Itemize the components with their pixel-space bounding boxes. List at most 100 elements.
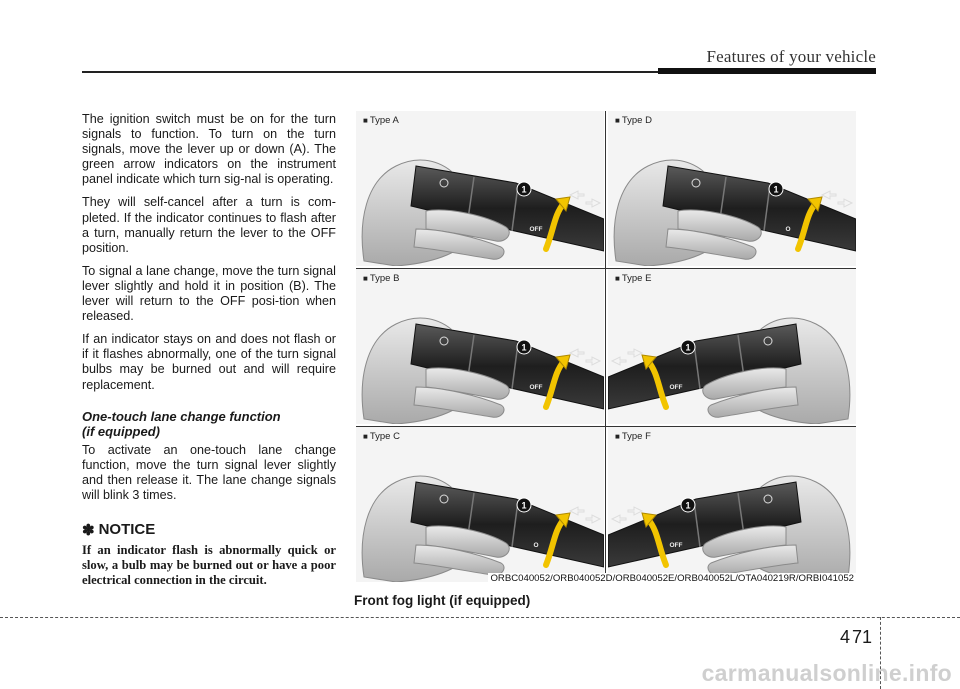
- hand-lever-illustration: 1O: [608, 111, 856, 266]
- subheading-line-1: One-touch lane change function: [82, 408, 281, 424]
- lever-position-label: O: [785, 226, 790, 233]
- panel-label: ■Type F: [615, 431, 651, 442]
- paragraph-ignition: The ignition switch must be on for the t…: [82, 112, 336, 187]
- notice-text: If an indicator flash is abnormally quic…: [82, 542, 336, 588]
- left-arrow-icon: [627, 348, 644, 358]
- lever-position-label: OFF: [530, 384, 543, 391]
- finger-shape: [665, 228, 757, 260]
- lever-stalk: [410, 165, 604, 252]
- paragraph-indicator-fault: If an indicator stays on and does not fl…: [82, 332, 336, 392]
- panel-label: ■Type A: [363, 115, 399, 126]
- lever-stalk: [410, 323, 604, 410]
- arrow-head-icon: [641, 512, 657, 529]
- footer-rule: [0, 617, 960, 618]
- subheading-one-touch: One-touch lane change function (if equip…: [82, 409, 336, 439]
- callout-marker: [516, 339, 532, 355]
- lever-group: [608, 427, 856, 582]
- notice-heading: ✽ NOTICE: [82, 521, 336, 539]
- arrow-head-icon: [555, 196, 571, 213]
- lever-stalk: [608, 481, 802, 568]
- section-number: 4: [840, 627, 851, 647]
- callout-marker: [680, 497, 696, 513]
- panel-divider-horizontal: [356, 268, 856, 269]
- watermark: carmanualsonline.info: [701, 660, 952, 686]
- stalk-ring-line: [763, 184, 771, 232]
- headlight-sun-icon: [763, 336, 773, 346]
- left-arrow-icon: [627, 506, 644, 516]
- finger-shape: [413, 386, 505, 418]
- stalk-ring-line: [693, 342, 701, 390]
- right-arrow-icon: [585, 514, 602, 524]
- callout-marker: [516, 181, 532, 197]
- left-arrow-icon: [568, 348, 585, 358]
- callout-marker: [768, 181, 784, 197]
- body-text-column: The ignition switch must be on for the t…: [82, 112, 336, 596]
- stalk-ring-line: [467, 334, 475, 378]
- panel-label: ■Type B: [363, 273, 400, 284]
- lever-group: [356, 111, 604, 266]
- paragraph-one-touch: To activate an one-touch lane change fun…: [82, 442, 336, 502]
- arrow-head-icon: [641, 354, 657, 371]
- callout-number: 1: [773, 185, 778, 195]
- lever-group: [356, 269, 604, 424]
- stalk-ring-line: [467, 492, 475, 536]
- lever-position-label: OFF: [530, 226, 543, 233]
- stalk-ring-line: [511, 342, 519, 390]
- arrow-head-icon: [555, 354, 571, 371]
- header-title: Features of your vehicle: [706, 47, 876, 66]
- footer-divider: [880, 617, 881, 689]
- paragraph-self-cancel: They will self-cancel after a turn is co…: [82, 195, 336, 255]
- header-rule-accent: [658, 68, 876, 74]
- section-caption: Front fog light (if equipped): [354, 593, 531, 608]
- callout-number: 1: [685, 501, 690, 511]
- callout-number: 1: [521, 185, 526, 195]
- right-arrow-icon: [585, 356, 602, 366]
- panel-label: ■Type D: [615, 115, 652, 126]
- callout-number: 1: [521, 343, 526, 353]
- left-arrow-icon: [820, 190, 837, 200]
- lever-position-label: OFF: [670, 542, 683, 549]
- lever-stalk: [608, 323, 802, 410]
- arrow-head-icon: [555, 512, 571, 529]
- headlight-sun-icon: [691, 178, 701, 188]
- callout-number: 1: [685, 343, 690, 353]
- stalk-ring-line: [737, 334, 745, 378]
- notice-title: NOTICE: [98, 521, 156, 539]
- lever-position-label: O: [533, 542, 538, 549]
- right-arrow-icon: [610, 356, 627, 366]
- right-arrow-icon: [585, 198, 602, 208]
- stalk-ring-line: [511, 500, 519, 548]
- finger-shape: [413, 228, 505, 260]
- lever-group: [608, 269, 856, 424]
- figure-code: ORBC040052/ORB040052D/ORB040052E/ORB0400…: [488, 573, 856, 584]
- finger-shape: [707, 544, 799, 576]
- panel-label: ■Type C: [363, 431, 400, 442]
- headlight-sun-icon: [439, 178, 449, 188]
- panel-divider-horizontal: [356, 426, 856, 427]
- finger-shape: [707, 386, 799, 418]
- lever-stalk: [662, 165, 856, 252]
- callout-marker: [680, 339, 696, 355]
- callout-number: 1: [521, 501, 526, 511]
- stalk-ring-line: [511, 184, 519, 232]
- page-number: 71: [852, 627, 873, 647]
- headlight-sun-icon: [763, 494, 773, 504]
- stalk-ring-line: [467, 176, 475, 220]
- headlight-sun-icon: [439, 494, 449, 504]
- stalk-ring-line: [719, 176, 727, 220]
- right-arrow-icon: [837, 198, 854, 208]
- headlight-sun-icon: [439, 336, 449, 346]
- lever-position-label: OFF: [670, 384, 683, 391]
- stalk-ring-line: [693, 500, 701, 548]
- paragraph-lane-change: To signal a lane change, move the turn s…: [82, 263, 336, 324]
- subheading-line-2: (if equipped): [82, 423, 160, 439]
